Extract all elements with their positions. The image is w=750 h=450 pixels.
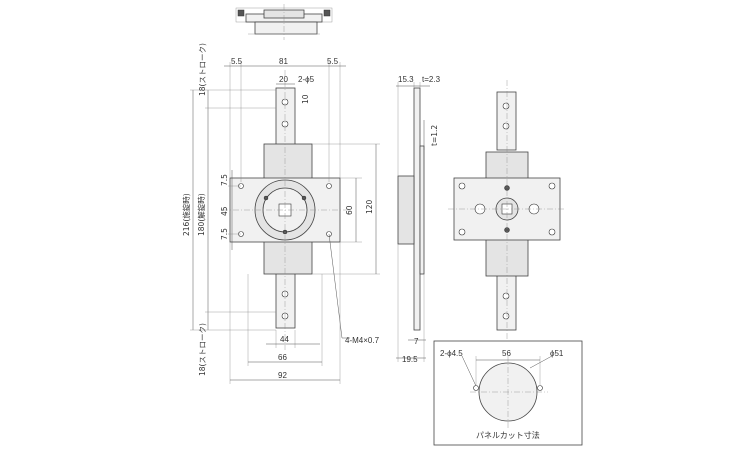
dim-15-3: 15.3: [398, 75, 414, 84]
dim-44: 44: [280, 335, 289, 344]
dim-hole-2phi5: 2-ϕ5: [298, 75, 315, 84]
panel-cut-caption: パネルカット寸法: [476, 430, 540, 440]
dim-81: 81: [279, 57, 288, 66]
dim-66: 66: [278, 353, 287, 362]
panel-cut-box: [433, 340, 583, 446]
dim-20: 20: [279, 75, 288, 84]
dim-120: 120: [365, 199, 374, 214]
dim-7-5-top: 7.5: [220, 174, 229, 186]
dim-216: 216(施錠時): [181, 193, 191, 236]
dim-t2-3: t=2.3: [422, 75, 441, 84]
dim-60: 60: [345, 205, 354, 215]
dim-45: 45: [220, 206, 229, 216]
dim-180: 180(解錠時): [196, 193, 206, 236]
panel-cut-hole-label: 2-ϕ4.5: [440, 349, 463, 358]
dim-stroke-top: 18(ストローク): [198, 43, 207, 96]
dim-stroke-bottom: 18(ストローク): [198, 323, 207, 376]
dim-5-5-left: 5.5: [231, 57, 243, 66]
dim-10: 10: [301, 94, 310, 104]
dim-92: 92: [278, 371, 287, 380]
back-view: [448, 80, 566, 342]
dim-t1-2: t=1.2: [430, 125, 439, 146]
dim-7-5-bottom: 7.5: [220, 228, 229, 240]
dim-19-5: 19.5: [402, 355, 418, 364]
dim-5-5-right: 5.5: [327, 57, 339, 66]
panel-cut-width-label: 56: [502, 349, 511, 358]
dim-7: 7: [414, 337, 419, 346]
dim-m4: 4-M4×0.7: [345, 336, 380, 345]
top-view: [235, 4, 333, 40]
side-view: [396, 82, 430, 362]
front-view: [190, 62, 380, 384]
panel-cut-dia-label: ϕ51: [550, 349, 564, 358]
